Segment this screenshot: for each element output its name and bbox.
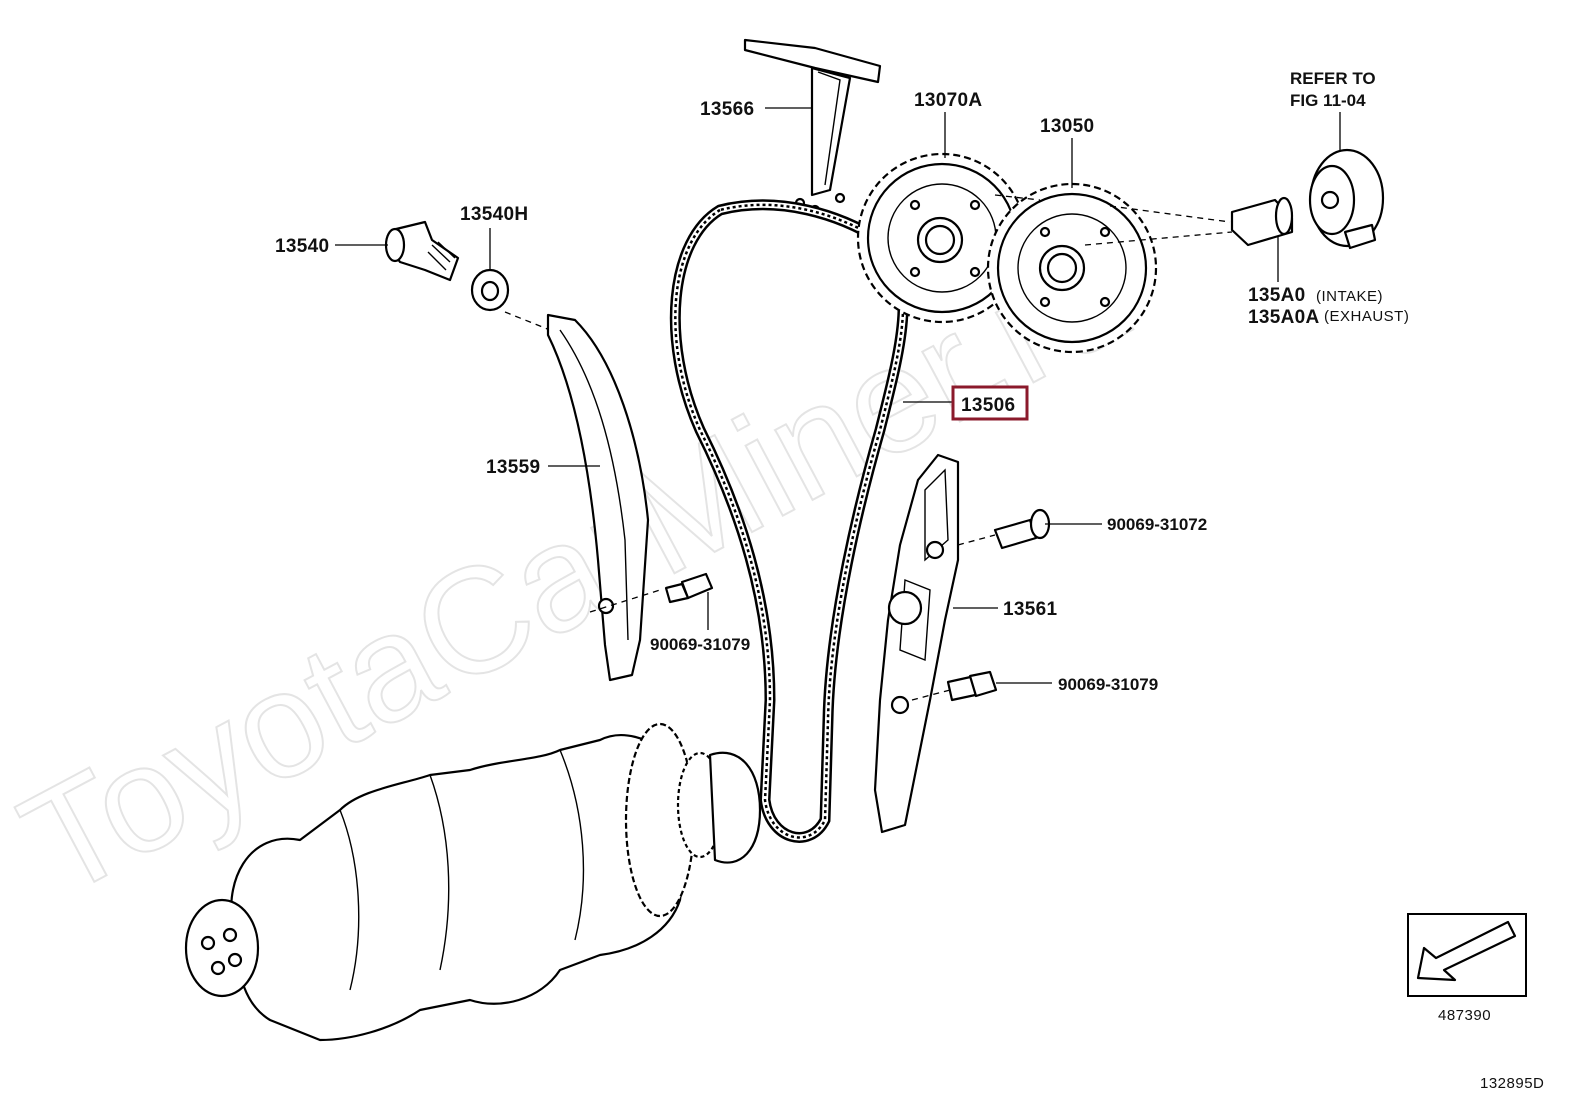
label-ref-code: 487390 xyxy=(1438,1007,1491,1024)
tensioner-arm-13561 xyxy=(873,453,960,834)
label-90069-31072: 90069-31072 xyxy=(1107,515,1207,534)
label-13559: 13559 xyxy=(486,457,540,478)
label-13566: 13566 xyxy=(700,99,754,120)
camshaft-sprocket-13070a xyxy=(856,152,1028,324)
bolt-90069-31079-right xyxy=(946,670,998,702)
label-135a0-intake: (INTAKE) xyxy=(1316,288,1383,305)
bolt-135a0 xyxy=(1230,196,1294,247)
label-13506[interactable]: 13506 xyxy=(961,395,1015,416)
orientation-arrow-box xyxy=(1407,913,1527,997)
label-90069-31079-right: 90069-31079 xyxy=(1058,675,1158,694)
label-refer-line1: REFER TO xyxy=(1290,69,1376,88)
label-90069-31079-left: 90069-31079 xyxy=(650,635,750,654)
label-135a0: 135A0 xyxy=(1248,285,1306,306)
chain-guide-13559 xyxy=(546,313,650,682)
vvt-actuator xyxy=(1308,148,1385,250)
label-135a0a-exhaust: (EXHAUST) xyxy=(1324,308,1409,325)
dash-sprocket-bolt xyxy=(1109,205,1231,223)
direction-arrow-icon xyxy=(1416,920,1517,982)
washer-13540h xyxy=(470,268,510,312)
label-135a0a: 135A0A xyxy=(1248,307,1320,328)
dash-sprocket-link xyxy=(994,194,1041,201)
dash-washer-guide xyxy=(504,311,551,331)
label-13561: 13561 xyxy=(1003,599,1057,620)
dash-guide-bolt xyxy=(589,589,661,613)
label-13540: 13540 xyxy=(275,236,329,257)
bolt-90069-31072 xyxy=(993,508,1051,550)
dash-sprocket-bolt-2 xyxy=(1084,231,1233,246)
label-refer-line2: FIG 11-04 xyxy=(1290,91,1366,110)
label-13540h: 13540H xyxy=(460,204,528,225)
bolt-90069-31079-left xyxy=(664,572,714,604)
highlight-box-13506[interactable] xyxy=(951,385,1029,421)
label-13050: 13050 xyxy=(1040,116,1094,137)
label-13070a: 13070A xyxy=(914,90,982,111)
bolt-13540 xyxy=(384,220,460,282)
chain-guide-top-13566 xyxy=(743,38,882,216)
crankshaft xyxy=(184,722,762,1042)
dash-arm-bolt-top xyxy=(957,534,996,546)
label-figure-code: 132895D xyxy=(1480,1075,1544,1092)
camshaft-sprocket-13050 xyxy=(986,182,1158,354)
